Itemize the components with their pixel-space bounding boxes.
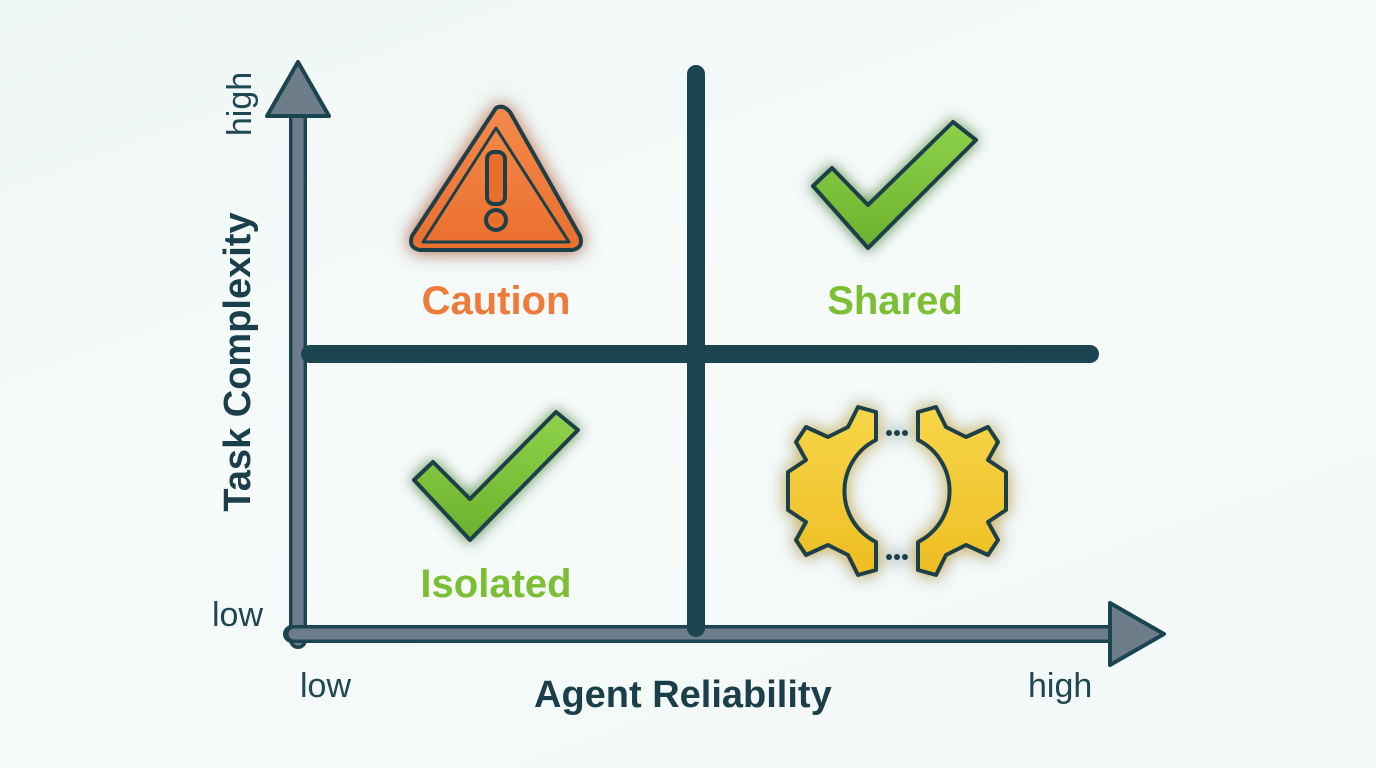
warning-triangle-icon (409, 104, 583, 252)
quadrant-label-shared: Shared (827, 279, 963, 323)
x-axis-arrowhead (1108, 601, 1166, 667)
y-axis-high-label: high (221, 71, 259, 137)
y-axis (265, 60, 331, 649)
y-axis-title: Task Complexity (217, 212, 259, 512)
quadrant-label-caution: Caution (421, 279, 571, 323)
checkmark-icon-shared (811, 120, 978, 250)
y-axis-low-label: low (212, 596, 264, 634)
quadrant-label-isolated: Isolated (420, 562, 572, 606)
y-axis-arrowhead (265, 60, 331, 118)
checkmark-icon-isolated (412, 410, 580, 542)
split-gear-icon (786, 405, 1008, 577)
x-axis-high-label: high (1028, 667, 1093, 705)
x-axis-title: Agent Reliability (534, 674, 832, 716)
x-axis-low-label: low (300, 667, 352, 705)
x-axis (283, 601, 1166, 667)
